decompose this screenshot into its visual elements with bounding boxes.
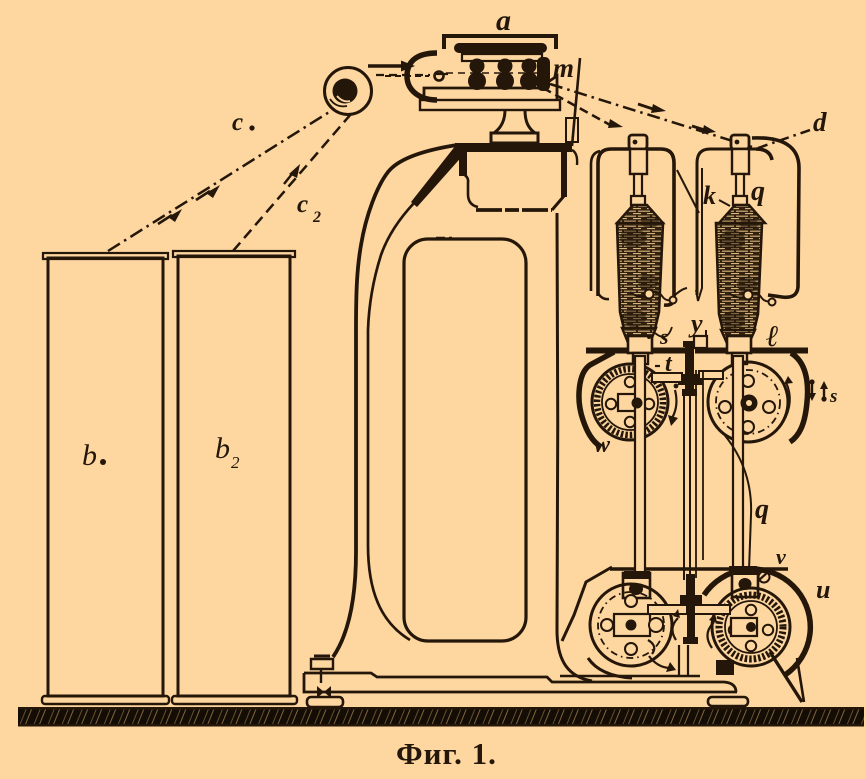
svg-text:k: k xyxy=(703,181,716,210)
svg-text:q: q xyxy=(755,494,769,525)
svg-text:c: c xyxy=(297,191,308,218)
svg-text:w: w xyxy=(594,432,611,458)
svg-text:Фиг. 1.: Фиг. 1. xyxy=(396,736,497,771)
svg-text:c: c xyxy=(232,109,243,136)
svg-text:m: m xyxy=(553,53,574,83)
svg-text:t: t xyxy=(665,351,673,377)
svg-text:s: s xyxy=(659,324,669,349)
svg-text:2: 2 xyxy=(312,209,321,226)
svg-text:v: v xyxy=(776,544,786,569)
svg-text:b: b xyxy=(82,439,97,472)
svg-text:2: 2 xyxy=(231,453,240,472)
svg-text:s: s xyxy=(829,386,837,407)
svg-text:a: a xyxy=(496,4,511,37)
svg-text:y: y xyxy=(688,309,703,338)
svg-text:u: u xyxy=(816,575,830,604)
svg-text:d: d xyxy=(813,107,827,137)
svg-text:b: b xyxy=(215,432,230,465)
svg-text:ℓ: ℓ xyxy=(766,320,779,353)
svg-text:q: q xyxy=(751,176,765,207)
